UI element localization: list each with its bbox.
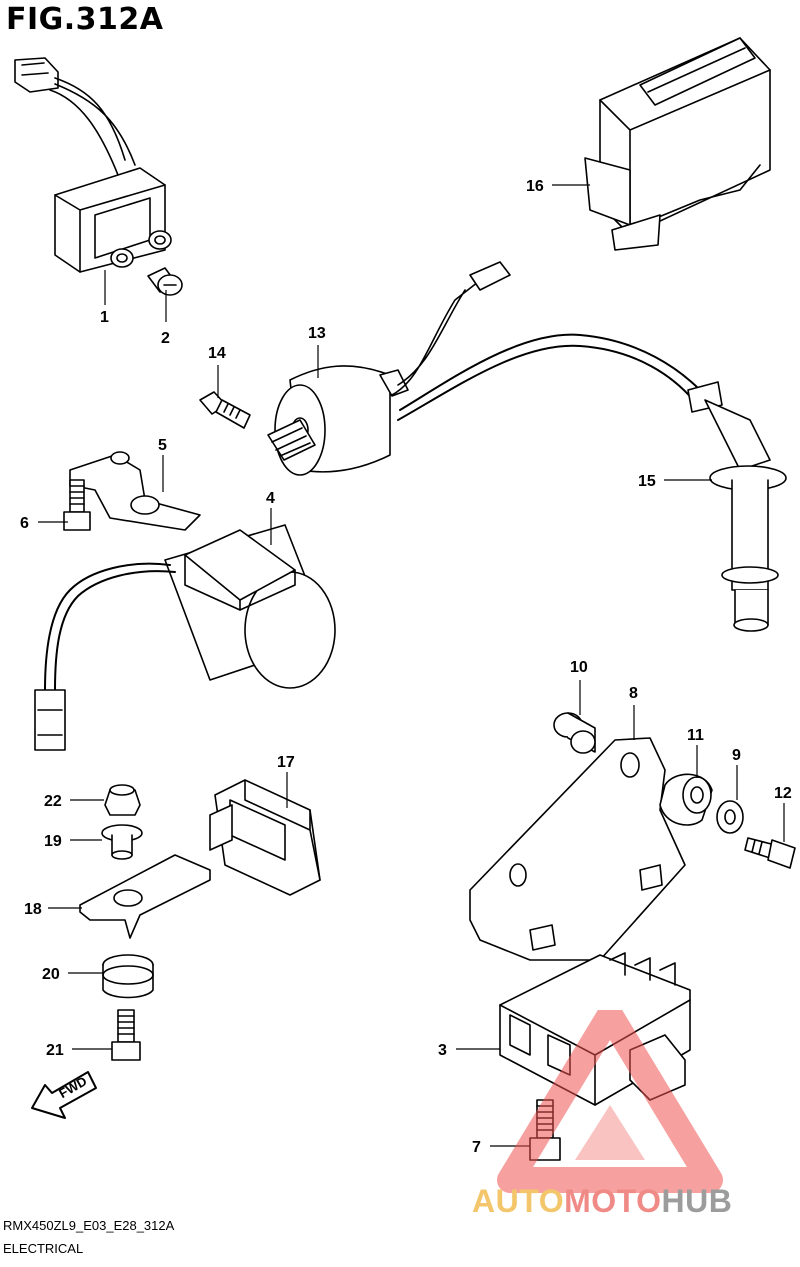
- callout-21: 21: [46, 1042, 64, 1059]
- cushion-20: [102, 954, 154, 999]
- callout-11: 11: [687, 727, 704, 744]
- callout-3: 3: [438, 1042, 447, 1059]
- bolt-12: [744, 837, 796, 869]
- watermark-text-auto: AUTO: [472, 1183, 565, 1219]
- callout-13: 13: [308, 325, 326, 342]
- callout-2: 2: [161, 330, 170, 347]
- callout-7: 7: [472, 1139, 481, 1156]
- leader-lines: [38, 184, 785, 1147]
- bolt-6: [63, 479, 91, 531]
- warning-triangle-icon: [497, 1010, 723, 1193]
- callout-17: 17: [277, 754, 295, 771]
- callout-22: 22: [44, 793, 62, 810]
- callout-18: 18: [24, 901, 42, 918]
- washer-9: [716, 800, 744, 834]
- callout-1: 1: [100, 309, 109, 326]
- callout-10: 10: [570, 659, 588, 676]
- bolt-14: [199, 391, 251, 429]
- callout-19: 19: [44, 833, 62, 850]
- callout-5: 5: [158, 437, 167, 454]
- callout-8: 8: [629, 685, 638, 702]
- callout-14: 14: [208, 345, 226, 362]
- relay-17: [209, 779, 321, 896]
- callout-20: 20: [42, 966, 60, 983]
- callout-6: 6: [20, 515, 29, 532]
- section-name: ELECTRICAL: [3, 1241, 84, 1256]
- callout-16: 16: [526, 178, 544, 195]
- condenser: [34, 524, 336, 751]
- watermark-logo: [497, 1010, 723, 1193]
- collar-10: [553, 712, 596, 754]
- plug-cap-lead: [397, 333, 787, 632]
- watermark-text-hub: HUB: [661, 1183, 733, 1219]
- figure-title: FIG.312A: [6, 2, 164, 37]
- model-code: RMX450ZL9_E03_E28_312A: [3, 1218, 175, 1233]
- nut-22: [104, 784, 141, 816]
- fwd-direction-badge: FWD: [31, 1071, 97, 1119]
- screw-2: [147, 267, 183, 296]
- regulator-bracket: [469, 737, 686, 961]
- callout-4: 4: [266, 490, 275, 507]
- ignition-coil: [267, 261, 511, 476]
- callout-12: 12: [774, 785, 792, 802]
- ecm-unit: [584, 37, 771, 251]
- collar-19: [101, 824, 143, 860]
- callout-9: 9: [732, 747, 741, 764]
- callouts: 1 2 3 4 5 6 7 8 9 10 11 12 13 14 15 16 1…: [20, 178, 792, 1156]
- watermark-text: AUTOMOTOHUB: [472, 1183, 732, 1220]
- bracket-18: [79, 854, 211, 939]
- watermark-text-moto: MOTO: [564, 1183, 662, 1219]
- starter-relay: [14, 57, 172, 273]
- callout-15: 15: [638, 473, 656, 490]
- bolt-21: [111, 1009, 141, 1061]
- grommet-11: [659, 773, 713, 826]
